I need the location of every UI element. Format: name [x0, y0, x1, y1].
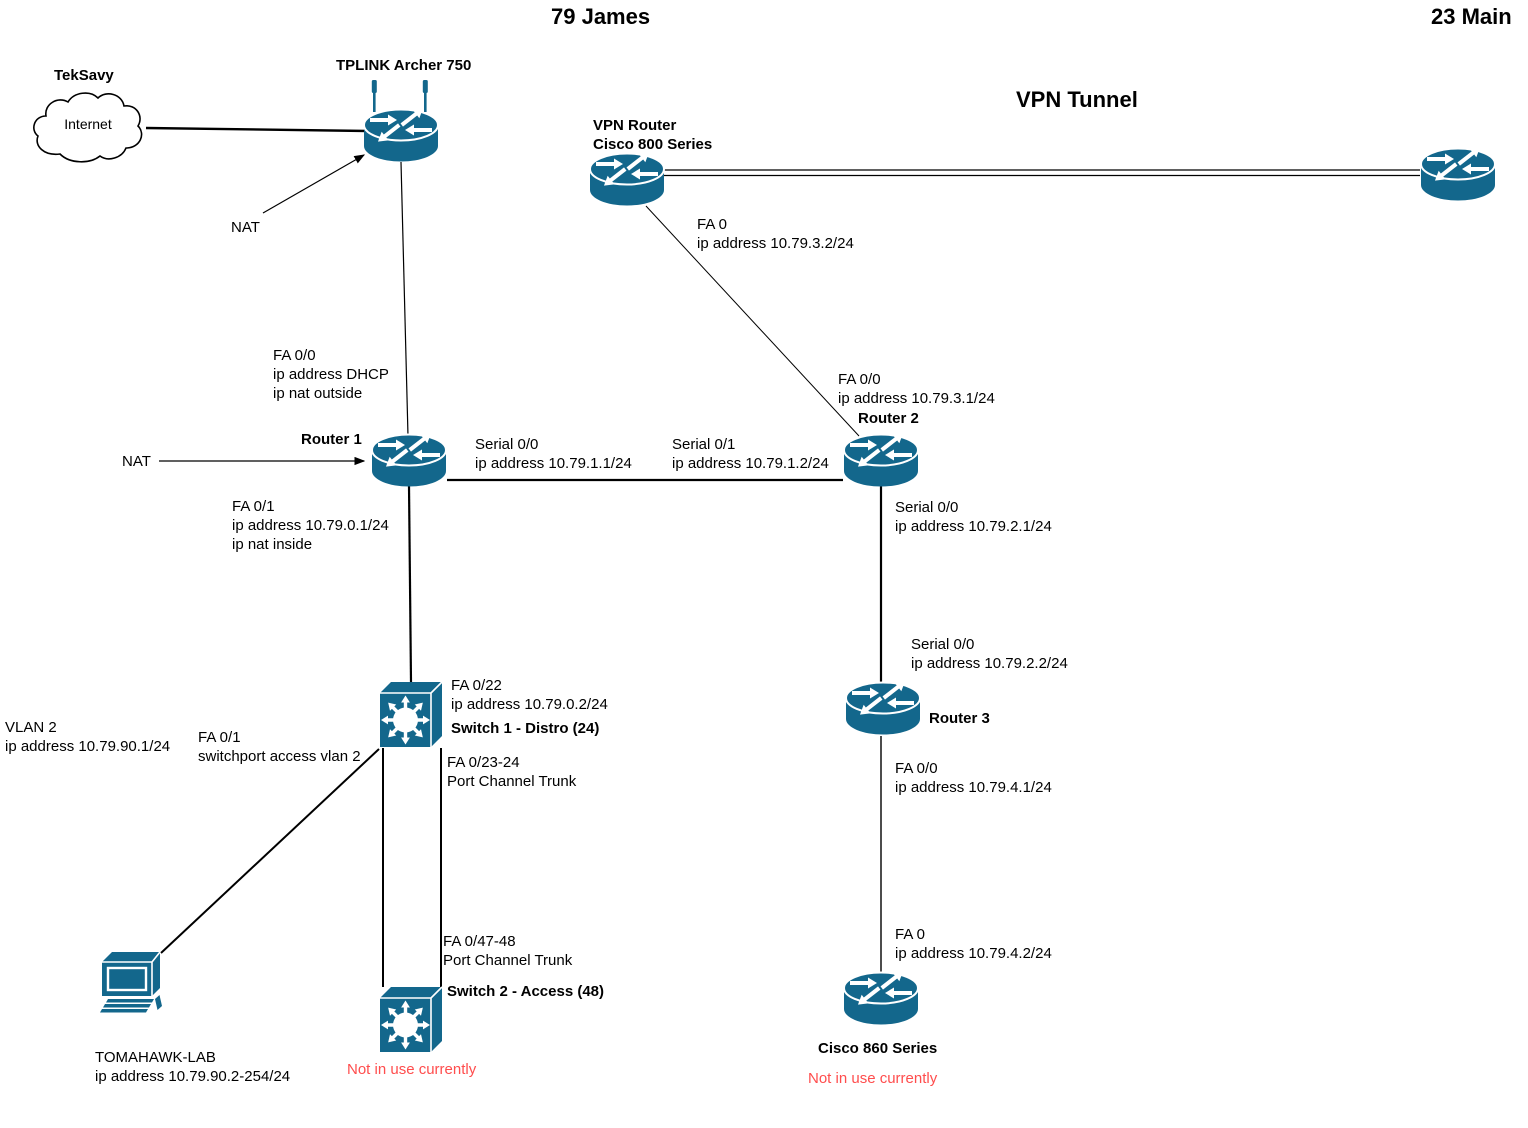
teksavy-label: TekSavy: [54, 67, 114, 84]
internet-label: Internet: [64, 116, 112, 132]
router1-icon: [370, 433, 448, 489]
router2-icon: [842, 433, 920, 489]
cisco860-label: Cisco 860 Series: [818, 1040, 938, 1057]
link-tplink-router1: [400, 161, 409, 437]
switch2-label: Switch 2 - Access (48): [447, 983, 605, 1000]
vpn-router-icon: [588, 152, 666, 208]
workstation-label: TOMAHAWK-LAB ip address 10.79.90.2-254/2…: [95, 1049, 291, 1086]
link-switch1-workstation: [160, 748, 380, 954]
router3-label: Router 3: [929, 710, 990, 727]
nat-lan-label: NAT: [122, 453, 151, 470]
vpn-router-label: VPN Router Cisco 800 Series: [593, 117, 713, 154]
router3-icon: [844, 681, 922, 737]
link-router1-switch1: [407, 485, 413, 683]
nat-wan-arrow: [262, 154, 366, 214]
link-vpnrouter-router2: [645, 205, 860, 437]
cloud-icon: [33, 92, 143, 163]
cisco860-status: Not in use currently: [808, 1070, 938, 1087]
cisco860-icon: [842, 971, 920, 1027]
nat-wan-label: NAT: [231, 219, 260, 236]
vpn-tunnel-label: VPN Tunnel: [1016, 87, 1138, 112]
router2-label: Router 2: [858, 410, 919, 427]
switch2-icon: [378, 986, 444, 1054]
switch1-label: Switch 1 - Distro (24): [451, 720, 600, 737]
site-b-title: 23 Main: [1431, 4, 1512, 29]
workstation-icon: [96, 946, 170, 1014]
link-internet-tplink: [145, 126, 369, 133]
router1-label: Router 1: [301, 431, 362, 448]
switch2-status: Not in use currently: [347, 1061, 477, 1078]
site-a-title: 79 James: [551, 4, 651, 29]
tplink-label: TPLINK Archer 750: [336, 57, 472, 74]
tplink-wireless-router-icon: [360, 80, 442, 164]
switch1-icon: [378, 681, 444, 749]
internet-cloud: Internet: [30, 86, 146, 166]
remote-router-icon: [1419, 147, 1497, 203]
